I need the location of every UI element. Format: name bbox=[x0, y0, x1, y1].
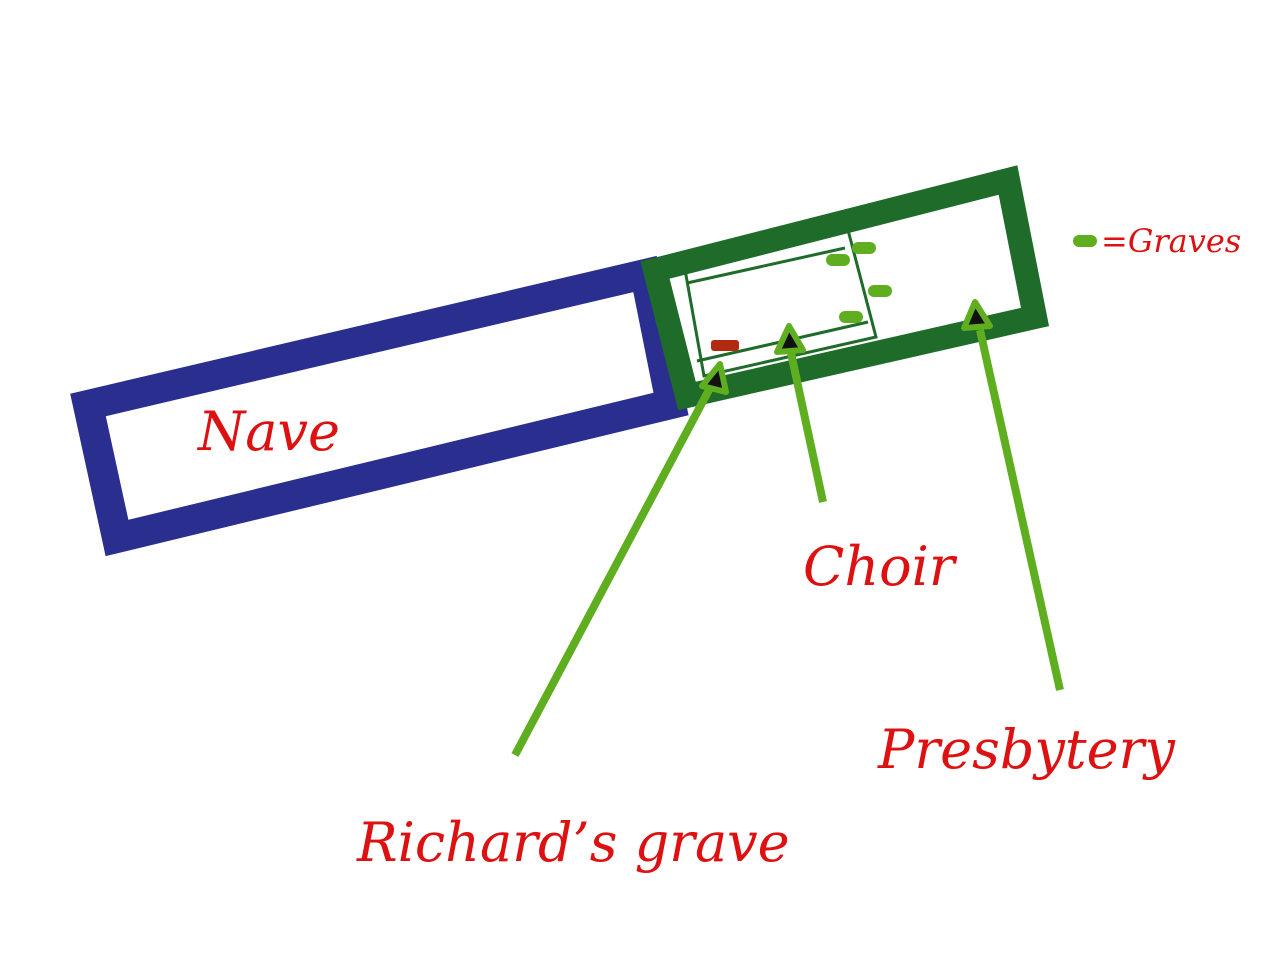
grave-marker bbox=[826, 254, 850, 266]
choir-inner-line bbox=[686, 246, 846, 285]
grave-marker bbox=[868, 285, 892, 297]
label-nave: Nave bbox=[196, 400, 340, 463]
label-presbytery: Presbytery bbox=[877, 718, 1176, 781]
richards-grave-marker bbox=[711, 340, 739, 351]
label-choir: Choir bbox=[803, 535, 958, 598]
label-richards-grave: Richard’s grave bbox=[356, 811, 790, 874]
grave-marker bbox=[852, 242, 876, 254]
legend-text: =Graves bbox=[1101, 222, 1241, 260]
arrow-richards-grave bbox=[511, 361, 729, 757]
nave-outline bbox=[70, 255, 689, 557]
arrow-presbytery bbox=[961, 299, 1064, 691]
grave-marker bbox=[839, 311, 863, 323]
east-end-outline bbox=[640, 165, 1050, 411]
legend-grave-icon bbox=[1073, 235, 1097, 247]
choir-enclosure bbox=[682, 228, 878, 378]
arrow-choir bbox=[774, 323, 827, 503]
